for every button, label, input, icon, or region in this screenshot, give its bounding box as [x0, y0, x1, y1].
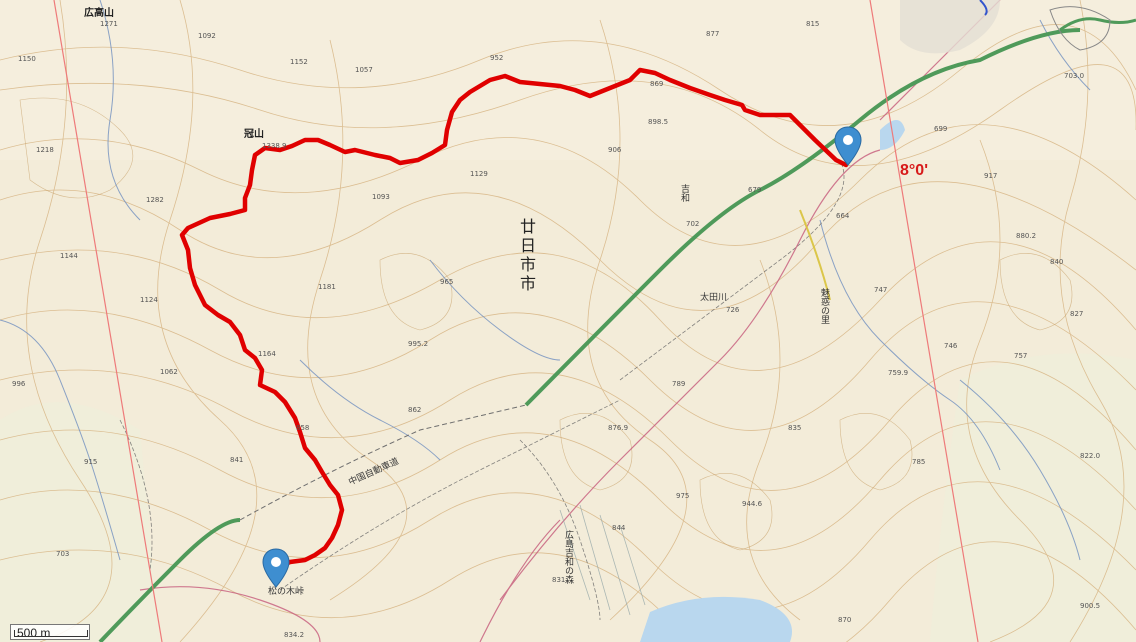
elevation-label: 1218 — [36, 146, 54, 154]
elevation-label: 702 — [686, 220, 700, 228]
elevation-label: 906 — [608, 146, 622, 154]
elevation-label: 1129 — [470, 170, 488, 178]
end-marker[interactable] — [834, 126, 862, 166]
scale-bar: 500 m — [10, 624, 90, 640]
elevation-label: 975 — [676, 492, 690, 500]
elevation-label: 1181 — [318, 283, 336, 291]
expressway — [524, 28, 1081, 407]
elevation-label: 952 — [490, 54, 504, 62]
elevation-label: 759.9 — [888, 369, 909, 377]
ski-area — [559, 504, 646, 616]
elevation-label: 789 — [672, 380, 686, 388]
map-pin-icon — [834, 126, 862, 166]
elevation-label: 915 — [84, 458, 98, 466]
elevation-label: 835 — [788, 424, 802, 432]
elevation-label: 944.6 — [742, 500, 763, 508]
elevation-label: 917 — [984, 172, 998, 180]
elevation-label: 834.2 — [284, 631, 305, 639]
elevation-label: 862 — [408, 406, 422, 414]
elevation-label: 815 — [806, 20, 820, 28]
local-paths — [119, 159, 845, 621]
elevation-label: 844 — [612, 524, 626, 532]
elevation-label: 726 — [726, 306, 740, 314]
elevation-label: 880.2 — [1016, 232, 1037, 240]
place-label: 太田川 — [700, 293, 728, 303]
elevation-label: 1062 — [160, 368, 178, 376]
elevation-label: 869 — [650, 80, 664, 88]
elevation-label: 858 — [296, 424, 310, 432]
lake — [640, 596, 792, 642]
elevation-label: 841 — [230, 456, 244, 464]
place-label: 広島吉和の森 — [563, 530, 573, 584]
peak-label: 冠山 — [244, 129, 264, 140]
elevation-label: 822.0 — [1080, 452, 1101, 460]
declination-lines — [53, 0, 979, 642]
elevation-label: 664 — [836, 212, 850, 220]
elevation-label: 876.9 — [608, 424, 629, 432]
city-label: 廿日市市 — [517, 218, 536, 294]
place-label: 吉和 — [679, 184, 689, 202]
elevation-label: 747 — [874, 286, 888, 294]
place-label: 松の木峠 — [268, 587, 305, 597]
elevation-label: 757 — [1014, 352, 1028, 360]
elevation-label: 1092 — [198, 32, 216, 40]
town-area — [900, 0, 1111, 54]
peak-label: 広高山 — [84, 8, 114, 19]
elevation-label: 1093 — [372, 193, 390, 201]
elevation-label: 965 — [440, 278, 454, 286]
elevation-label: 870 — [838, 616, 852, 624]
elevation-label: 1124 — [140, 296, 158, 304]
elevation-label: 1152 — [290, 58, 308, 66]
elevation-label: 827 — [1070, 310, 1084, 318]
elevation-label: 877 — [706, 30, 720, 38]
elevation-label: 699 — [934, 125, 948, 133]
peak-elevation: 1271 — [100, 20, 118, 28]
elevation-label: 995.2 — [408, 340, 429, 348]
peak-elevation: 1338.9 — [262, 142, 287, 150]
elevation-label: 1150 — [18, 55, 36, 63]
streams — [0, 0, 1091, 561]
elevation-label: 679 — [748, 186, 762, 194]
elevation-label: 703.0 — [1064, 72, 1085, 80]
elevation-label: 746 — [944, 342, 958, 350]
elevation-label: 1144 — [60, 252, 78, 260]
map-pin-icon — [262, 548, 290, 588]
elevation-label: 1057 — [355, 66, 373, 74]
elevation-label: 831 — [552, 576, 566, 584]
place-label: 魅惑の里 — [819, 288, 829, 324]
elevation-label: 900.5 — [1080, 602, 1101, 610]
elevation-label: 898.5 — [648, 118, 669, 126]
elevation-label: 785 — [912, 458, 926, 466]
elevation-label: 703 — [56, 550, 70, 558]
elevation-label: 840 — [1050, 258, 1064, 266]
elevation-label: 996 — [12, 380, 26, 388]
gps-route — [179, 67, 849, 571]
elevation-label: 1164 — [258, 350, 276, 358]
start-marker[interactable] — [262, 548, 290, 588]
declination-label: 8°0' — [900, 162, 928, 179]
elevation-label: 1282 — [146, 196, 164, 204]
